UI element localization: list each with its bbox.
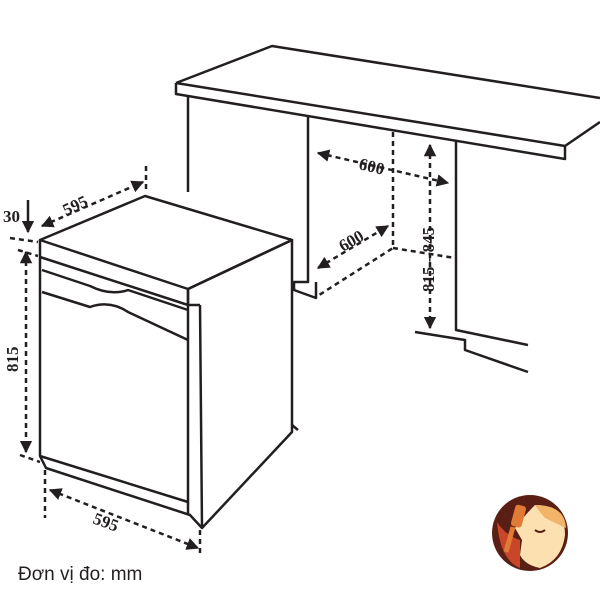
countertop (174, 44, 600, 161)
niche-width-label: 600 (357, 154, 386, 178)
cabinet-left (186, 95, 318, 300)
chef-logo (492, 495, 568, 571)
height-label: 815 (3, 347, 22, 373)
cabinet-right (414, 140, 529, 374)
dishwasher-dimension-lines (9, 166, 202, 555)
top-thickness-label: 30 (3, 207, 20, 226)
niche-dimension-lines (316, 143, 450, 330)
dishwasher (38, 194, 299, 530)
niche-depth-label: 600 (336, 226, 368, 255)
unit-label: Đơn vị đo: mm (18, 564, 143, 585)
top-width-label: 595 (60, 192, 91, 220)
niche-height-label: 815 - 845 (419, 227, 438, 292)
bottom-width-label: 595 (91, 509, 121, 536)
